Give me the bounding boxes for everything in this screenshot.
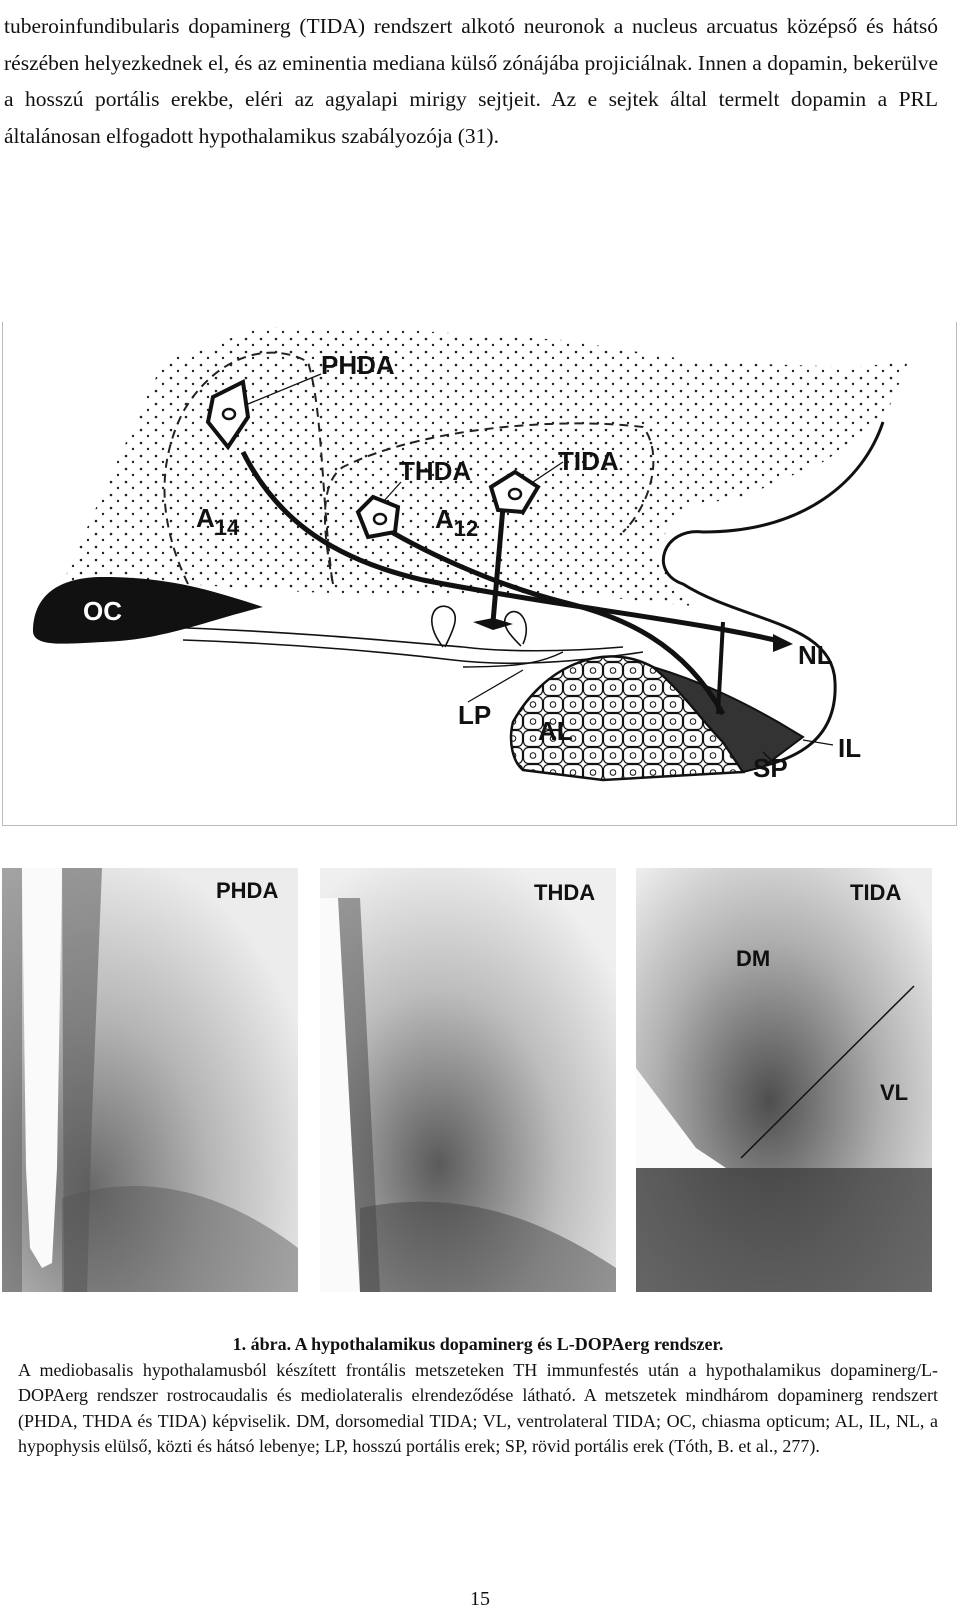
micrograph-thda: THDA [320,868,616,1292]
micrograph-tag-thda: THDA [534,880,596,905]
label-il: IL [838,733,861,763]
caption-body: A mediobasalis hypothalamusból készített… [18,1359,938,1457]
label-lp: LP [458,700,491,730]
micrograph-tida: TIDA DM VL [636,868,932,1292]
micrograph-label-dm: DM [736,946,771,971]
tida-neuron [488,469,541,515]
page-number: 15 [470,1588,490,1610]
body-paragraph: tuberoinfundibularis dopaminerg (TIDA) r… [4,14,938,148]
ventricle-outline [661,421,885,772]
label-oc: OC [83,596,122,626]
label-al: AL [538,716,573,746]
a14-outline [163,351,334,588]
micrograph-tag-tida: TIDA [850,880,902,905]
label-phda: PHDA [321,350,395,380]
label-tida: TIDA [558,446,619,476]
label-a14: A14 [196,503,240,540]
micrograph-tag-phda: PHDA [216,878,279,903]
label-sp: SP [753,753,788,783]
diagram-svg: PHDA THDA TIDA A14 A12 OC NL LP AL SP IL [33,327,908,783]
hypothalamus-region [63,327,908,607]
micrograph-phda: PHDA [2,868,298,1292]
label-thda: THDA [399,456,471,486]
micrograph-label-vl: VL [880,1080,909,1105]
hypothalamus-diagram: PHDA THDA TIDA A14 A12 OC NL LP AL SP IL [2,322,957,826]
figure-caption: 1. ábra. A hypothalamikus dopaminerg és … [18,1332,938,1460]
label-a12: A12 [435,504,478,541]
thda-neuron [355,494,401,540]
label-nl: NL [798,640,833,670]
a12-outline [323,422,655,585]
caption-title: 1. ábra. A hypothalamikus dopaminerg és … [232,1334,724,1354]
phda-neuron [205,378,251,451]
optic-chiasm [33,577,263,644]
